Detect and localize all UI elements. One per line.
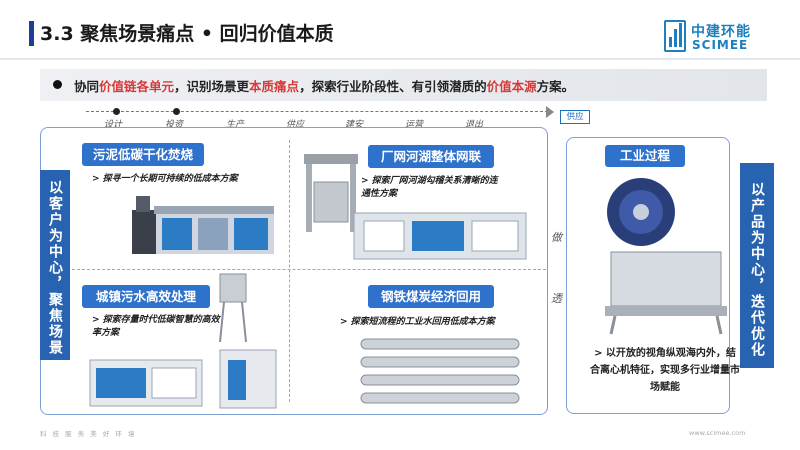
timeline-stage-operate: 运营 [405,120,424,130]
page-title: 3.3 聚焦场景痛点 • 回归价值本质 [40,23,334,45]
logo-text-en: SCIMEE [692,38,749,52]
highlight-value-source: 价值本源 [486,79,537,94]
timeline-dot-design [113,108,120,115]
intro-text: 协同价值链各单元，识别场景更本质痛点，探索行业阶段性、有引领潜质的价值本源方案。 [74,79,575,94]
product-focus-label: 以产品为中心，迭代优化 [740,163,774,368]
supply-tag: 供应 [560,110,590,124]
quadrant-sludge-title: 污泥低碳干化焚烧 [82,143,204,166]
quadrant-divider-v [289,140,290,402]
quadrant-network-title: 厂网河湖整体网联 [368,145,494,168]
container-unit-image [353,212,527,260]
intro-banner [40,69,767,101]
footer-url: www.scimee.com [689,429,746,437]
quadrant-sewage-title: 城镇污水高效处理 [82,285,210,308]
logo-text-cn: 中建环能 [691,24,751,40]
title-bar [0,0,800,60]
industrial-process-title: 工业过程 [605,145,685,167]
gate-image [304,154,358,232]
quadrant-steel-desc: > 探索短流程的工业水回用低成本方案 [340,317,495,327]
customer-focus-label: 以客户为中心，聚焦场景 [40,170,70,360]
industrial-process-desc: > 以开放的视角纵观海内外，结合离心机特征，实现多行业增量市场赋能 [590,348,740,393]
centrifuge-image [605,178,727,335]
timeline-line [86,111,548,112]
title-accent [29,21,34,46]
timeline-stage-design: 设计 [104,120,123,130]
logo-icon [664,20,686,52]
industrial-card [566,137,730,414]
treatment-plant-image [89,349,277,409]
timeline-arrow-icon [546,106,554,118]
quadrant-sewage-desc: > 探索存量时代低碳智慧的高效率方案 [92,315,220,338]
quadrant-network-desc: > 探索厂网河湖勾稽关系清晰的连通性方案 [361,176,498,199]
timeline-dot-invest [173,108,180,115]
timeline-stage-supply: 供应 [286,120,305,130]
timeline-stage-exit: 退出 [465,120,484,130]
bullet-icon [53,80,62,89]
vertical-char-2: 透 [551,292,562,305]
quadrant-steel-title: 钢铁煤炭经济回用 [368,285,494,308]
tower-image [219,273,247,343]
highlight-value-chain: 价值链各单元 [99,79,175,94]
highlight-pain-point: 本质痛点 [249,79,300,94]
vertical-char-1: 做 [551,231,562,244]
quadrant-divider-h [72,269,546,270]
timeline-stage-build: 建安 [345,120,364,130]
incinerator-image [132,196,274,254]
footer-slogan: 科 技 服 务 美 好 环 境 [40,430,137,438]
timeline-stage-produce: 生产 [226,120,245,130]
timeline-stage-invest: 投资 [165,120,184,130]
membrane-unit-image [360,338,520,404]
quadrant-sludge-desc: > 探寻一个长期可持续的低成本方案 [92,174,238,184]
